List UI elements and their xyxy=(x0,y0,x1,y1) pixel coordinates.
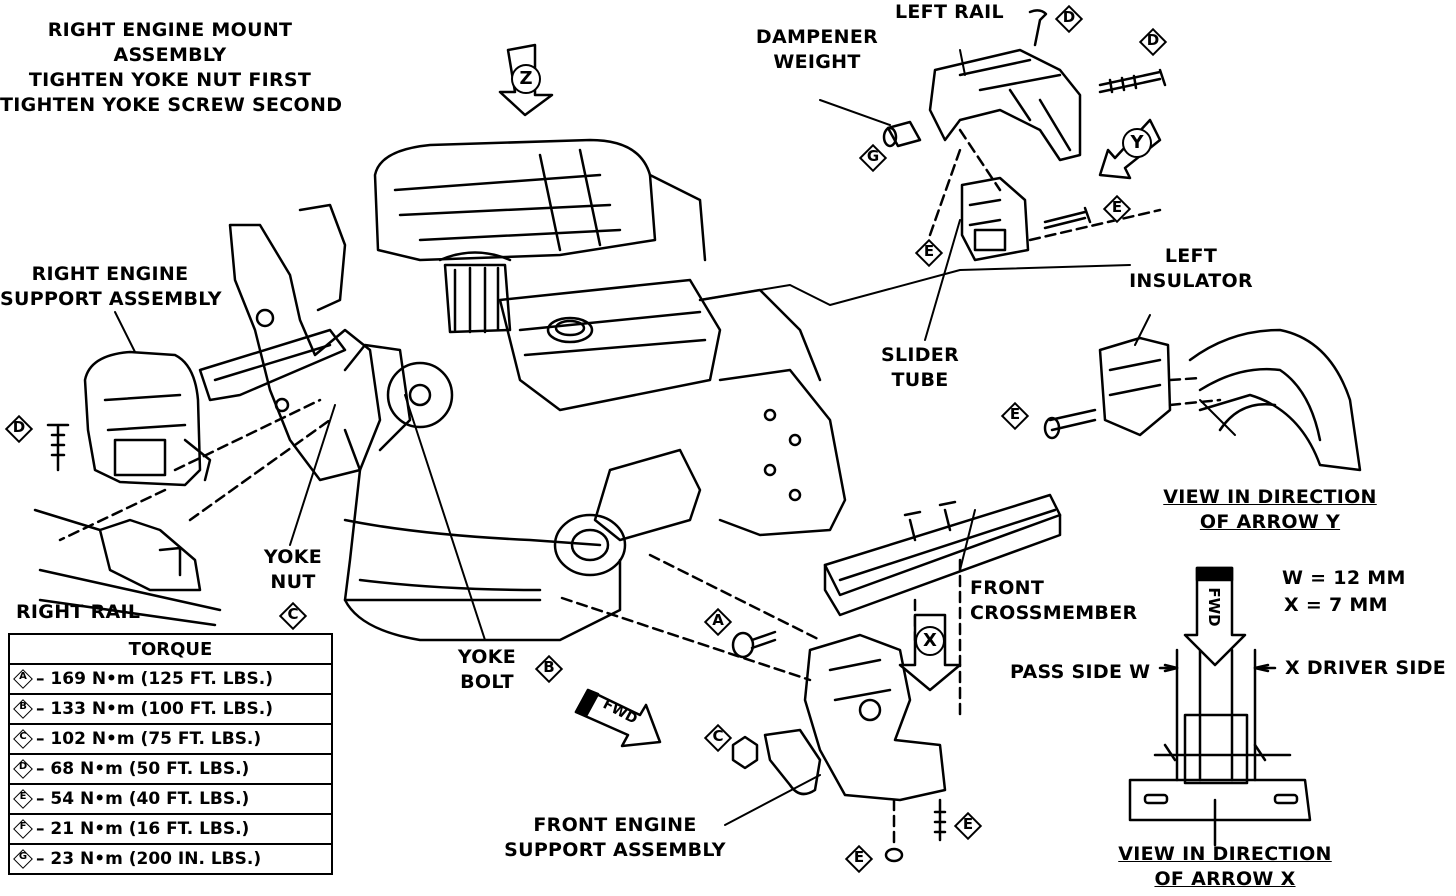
view-y-line1: VIEW IN DIRECTION xyxy=(1163,486,1377,508)
x-spec: X = 7 MM xyxy=(1284,594,1388,616)
torque-key-icon: C xyxy=(13,729,33,749)
callout-e-view-y: E xyxy=(1000,401,1030,431)
torque-header-row: TORQUE xyxy=(8,633,333,665)
front-crossmember xyxy=(823,493,1062,617)
torque-key-icon: B xyxy=(13,699,33,719)
view-y-line2: OF ARROW Y xyxy=(1199,511,1341,533)
view-y-caption: VIEW IN DIRECTION OF ARROW Y xyxy=(1155,485,1385,535)
view-x-line1: VIEW IN DIRECTION xyxy=(1118,843,1332,865)
callout-e-insulator-right: E xyxy=(1102,194,1132,224)
right-rail-label: RIGHT RAIL xyxy=(16,601,141,623)
right-support-line1: RIGHT ENGINE xyxy=(31,263,189,285)
fwd-label-vertical: FWD xyxy=(1205,587,1223,627)
arrow-x-marker: X xyxy=(915,626,945,656)
torque-value: – 133 N•m (100 FT. LBS.) xyxy=(36,699,273,719)
right-mount-note: RIGHT ENGINE MOUNT ASSEMBLY TIGHTEN YOKE… xyxy=(0,18,343,118)
torque-row: F– 21 N•m (16 FT. LBS.) xyxy=(8,813,333,845)
front-support-line2: SUPPORT ASSEMBLY xyxy=(504,839,726,861)
torque-key-icon: A xyxy=(13,669,33,689)
pass-side-label: PASS SIDE W xyxy=(1010,661,1151,683)
callout-c-yoke-nut: C xyxy=(278,601,308,631)
w-spec: W = 12 MM xyxy=(1282,567,1406,589)
slider-line2: TUBE xyxy=(891,369,949,391)
arrow-y-marker: Y xyxy=(1122,128,1152,158)
callout-d-left-rail-side: D xyxy=(1138,27,1168,57)
yoke-nut-label: YOKE NUT xyxy=(258,545,328,595)
yoke-bolt-line2: BOLT xyxy=(460,671,514,693)
callout-c-front-support: C xyxy=(703,723,733,753)
driver-side-label: X DRIVER SIDE xyxy=(1285,657,1447,679)
torque-key-icon: F xyxy=(13,819,33,839)
mount-note-line4: TIGHTEN YOKE SCREW SECOND xyxy=(0,94,343,116)
torque-row: C– 102 N•m (75 FT. LBS.) xyxy=(8,723,333,755)
callout-g-dampener: G xyxy=(858,143,888,173)
callout-e-front-bottom-left: E xyxy=(844,844,874,874)
callout-d-left-rail-top: D xyxy=(1054,4,1084,34)
torque-table: TORQUE A– 169 N•m (125 FT. LBS.) B– 133 … xyxy=(8,633,333,875)
torque-cell: E– 54 N•m (40 FT. LBS.) xyxy=(8,783,333,815)
left-insulator-label: LEFT INSULATOR xyxy=(1128,244,1254,294)
torque-cell: A– 169 N•m (125 FT. LBS.) xyxy=(8,663,333,695)
view-x-line2: OF ARROW X xyxy=(1154,868,1296,890)
torque-cell: B– 133 N•m (100 FT. LBS.) xyxy=(8,693,333,725)
view-x-detail xyxy=(1128,648,1312,847)
torque-cell: D– 68 N•m (50 FT. LBS.) xyxy=(8,753,333,785)
torque-row: A– 169 N•m (125 FT. LBS.) xyxy=(8,663,333,695)
mount-title-line1: RIGHT ENGINE MOUNT xyxy=(47,19,293,41)
view-y-detail xyxy=(1043,328,1362,472)
yoke-nut-line1: YOKE xyxy=(263,546,323,568)
callout-e-insulator-left: E xyxy=(914,238,944,268)
torque-key-icon: E xyxy=(13,789,33,809)
torque-row: D– 68 N•m (50 FT. LBS.) xyxy=(8,753,333,785)
left-insulator-line2: INSULATOR xyxy=(1129,270,1253,292)
torque-row: E– 54 N•m (40 FT. LBS.) xyxy=(8,783,333,815)
torque-key-icon: D xyxy=(13,759,33,779)
torque-value: – 23 N•m (200 IN. LBS.) xyxy=(36,849,262,869)
torque-value: – 169 N•m (125 FT. LBS.) xyxy=(36,669,273,689)
torque-value: – 54 N•m (40 FT. LBS.) xyxy=(36,789,250,809)
front-cross-line1: FRONT xyxy=(970,577,1045,599)
torque-value: – 68 N•m (50 FT. LBS.) xyxy=(36,759,250,779)
torque-key-icon: G xyxy=(13,849,33,869)
left-insulator-line1: LEFT xyxy=(1164,245,1218,267)
torque-cell: G– 23 N•m (200 IN. LBS.) xyxy=(8,843,333,875)
right-support-line2: SUPPORT ASSEMBLY xyxy=(0,288,222,310)
arrow-z-marker: Z xyxy=(511,64,541,94)
view-x-caption: VIEW IN DIRECTION OF ARROW X xyxy=(1110,842,1340,892)
torque-cell: F– 21 N•m (16 FT. LBS.) xyxy=(8,813,333,845)
torque-value: – 102 N•m (75 FT. LBS.) xyxy=(36,729,262,749)
front-engine-support-label: FRONT ENGINE SUPPORT ASSEMBLY xyxy=(500,813,730,863)
callout-d-right-mount: D xyxy=(4,414,34,444)
torque-cell: C– 102 N•m (75 FT. LBS.) xyxy=(8,723,333,755)
dampener-line2: WEIGHT xyxy=(773,51,861,73)
front-engine-support xyxy=(560,553,962,863)
left-rail-label: LEFT RAIL xyxy=(895,1,1004,23)
torque-row: B– 133 N•m (100 FT. LBS.) xyxy=(8,693,333,725)
right-engine-mount xyxy=(33,328,347,627)
slider-line1: SLIDER xyxy=(880,344,960,366)
yoke-bolt-label: YOKE BOLT xyxy=(452,645,522,695)
dampener-line1: DAMPENER xyxy=(755,26,879,48)
slider-tube-label: SLIDER TUBE xyxy=(878,343,962,393)
left-mount-assembly xyxy=(882,9,1167,262)
torque-header: TORQUE xyxy=(8,633,333,665)
mount-title-line2: ASSEMBLY xyxy=(113,44,227,66)
callout-b-yoke-bolt: B xyxy=(534,654,564,684)
callout-a-front-support: A xyxy=(703,607,733,637)
front-support-line1: FRONT ENGINE xyxy=(533,814,697,836)
torque-row: G– 23 N•m (200 IN. LBS.) xyxy=(8,843,333,875)
front-crossmember-label: FRONT CROSSMEMBER xyxy=(970,576,1137,626)
yoke-bolt-line1: YOKE xyxy=(457,646,517,668)
mount-note-line3: TIGHTEN YOKE NUT FIRST xyxy=(28,69,312,91)
front-cross-line2: CROSSMEMBER xyxy=(970,602,1138,624)
yoke-nut-line2: NUT xyxy=(270,571,316,593)
engine-block xyxy=(228,138,847,642)
torque-value: – 21 N•m (16 FT. LBS.) xyxy=(36,819,250,839)
dampener-weight-label: DAMPENER WEIGHT xyxy=(752,25,882,75)
callout-e-front-bottom-right: E xyxy=(953,811,983,841)
right-engine-support-label: RIGHT ENGINE SUPPORT ASSEMBLY xyxy=(0,262,222,312)
